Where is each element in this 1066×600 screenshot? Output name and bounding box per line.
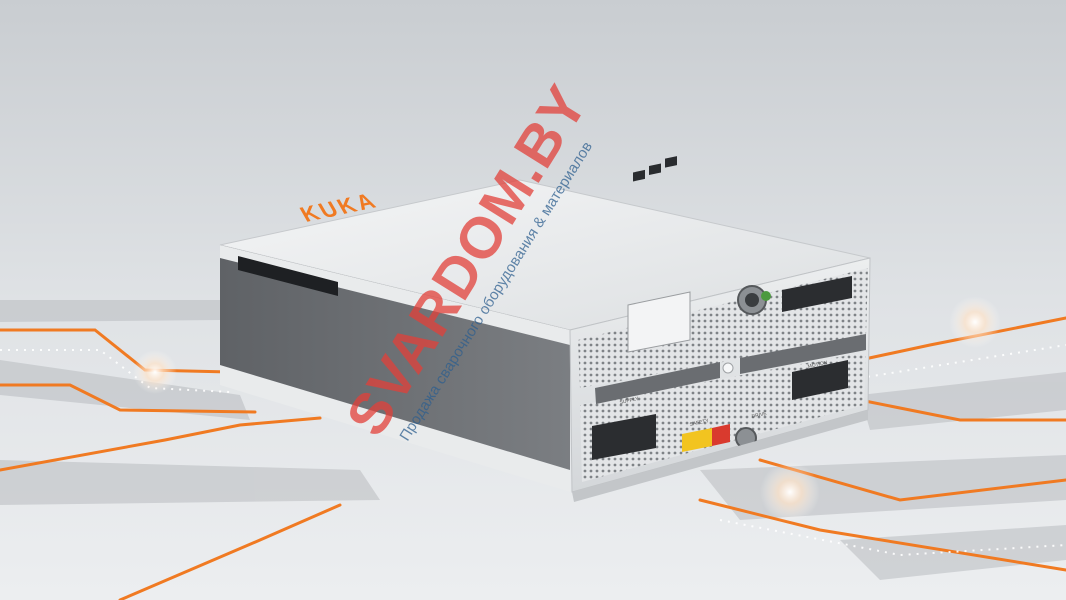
controller-left-trim-top [220,245,570,345]
port-label: SUPPLY [619,396,640,406]
glow-spot [760,462,820,522]
controller-base [572,410,868,502]
side-vent-slot [238,256,338,296]
controller-left-panel [220,245,570,480]
front-divider [595,362,720,404]
red-terminal [712,424,730,446]
port-label: MOTION [807,360,828,370]
terminal-strip [782,276,852,312]
dotted-lines [0,344,1066,557]
controller-left-trim-bottom [220,365,570,492]
port-label: DRIVE [751,411,768,420]
connector-block [792,360,848,400]
ethernet-ports [627,156,691,353]
robot-controller: KUKA SUPPLY MOTION SAFETY DRIVE [219,156,871,502]
port-label: SAFETY [689,418,710,428]
front-divider [740,334,866,374]
status-led [722,362,734,374]
connector-block [592,414,656,460]
yellow-terminal [682,428,712,452]
glow-spot [133,350,177,394]
glow-spot [949,296,1001,348]
